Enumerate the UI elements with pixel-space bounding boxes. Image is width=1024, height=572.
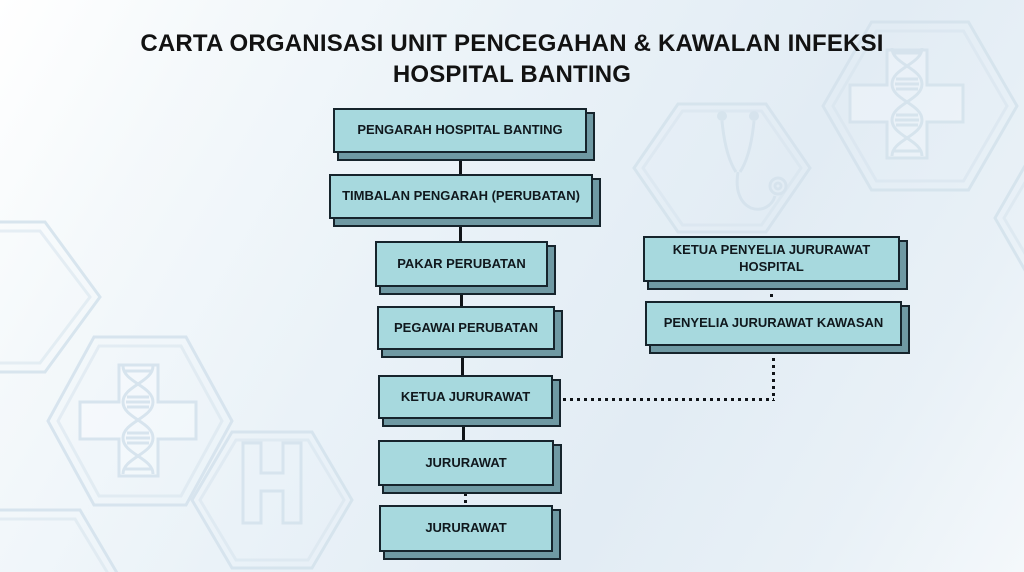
connector-jururawat1-jururawat2 <box>464 486 467 506</box>
org-box-ketua-penyelia-jururawat-hospital: KETUA PENYELIA JURURAWAT HOSPITAL <box>643 236 900 282</box>
stethoscope-icon <box>717 111 788 211</box>
hexagon-outline <box>0 508 119 572</box>
connector-kawasan-ketua-jururawat <box>556 398 774 401</box>
org-box-label: PENYELIA JURURAWAT KAWASAN <box>663 315 884 331</box>
connector-ketua-jururawat1 <box>462 417 465 442</box>
chart-title-line2: HOSPITAL BANTING <box>392 61 632 88</box>
org-box-label: PEGAWAI PERUBATAN <box>394 319 538 335</box>
org-box-label: KETUA PENYELIA JURURAWAT HOSPITAL <box>672 242 871 274</box>
org-box-label: PAKAR PERUBATAN <box>397 255 526 271</box>
hexagon-outline <box>190 430 354 570</box>
org-box-jururawat-1: JURURAWAT <box>378 440 554 486</box>
hexagon-outline <box>993 164 1024 272</box>
hexagon-outline <box>46 335 234 507</box>
org-box-label: JURURAWAT <box>425 520 507 536</box>
connector-pegawai-ketua <box>461 348 464 377</box>
org-box-jururawat-2: JURURAWAT <box>379 505 553 552</box>
org-box-label: TIMBALAN PENGARAH (PERUBATAN) <box>342 188 580 204</box>
chart-title: CARTA ORGANISASI UNIT PENCEGAHAN & KAWAL… <box>0 28 1024 90</box>
org-box-pegawai-perubatan: PEGAWAI PERUBATAN <box>377 306 555 350</box>
org-box-label: KETUA JURURAWAT <box>400 388 531 404</box>
dna-helix-icon <box>890 47 924 157</box>
chart-title-line1: CARTA ORGANISASI UNIT PENCEGAHAN & KAWAL… <box>140 30 884 57</box>
org-box-timbalan-pengarah-perubatan: TIMBALAN PENGARAH (PERUBATAN) <box>329 174 593 219</box>
connector-pengarah-timbalan <box>459 151 462 176</box>
org-box-pengarah-hospital-banting: PENGARAH HOSPITAL BANTING <box>333 108 587 153</box>
dna-helix-icon <box>121 365 155 475</box>
org-box-ketua-jururawat: KETUA JURURAWAT <box>378 375 553 419</box>
connector-kawasan-down <box>772 344 775 401</box>
hospital-h-icon <box>241 441 303 525</box>
org-box-label: PENGARAH HOSPITAL BANTING <box>357 122 563 138</box>
hexagon-outline <box>821 20 1019 192</box>
connector-timbalan-pakar <box>459 217 462 243</box>
org-box-label: JURURAWAT <box>425 454 507 470</box>
org-box-pakar-perubatan: PAKAR PERUBATAN <box>375 241 548 287</box>
connector-penyelia-chain <box>770 280 773 302</box>
hexagon-outline <box>0 220 102 374</box>
org-box-penyelia-jururawat-kawasan: PENYELIA JURURAWAT KAWASAN <box>645 301 902 346</box>
connector-pakar-pegawai <box>460 285 463 308</box>
hexagon-outline <box>632 102 812 234</box>
